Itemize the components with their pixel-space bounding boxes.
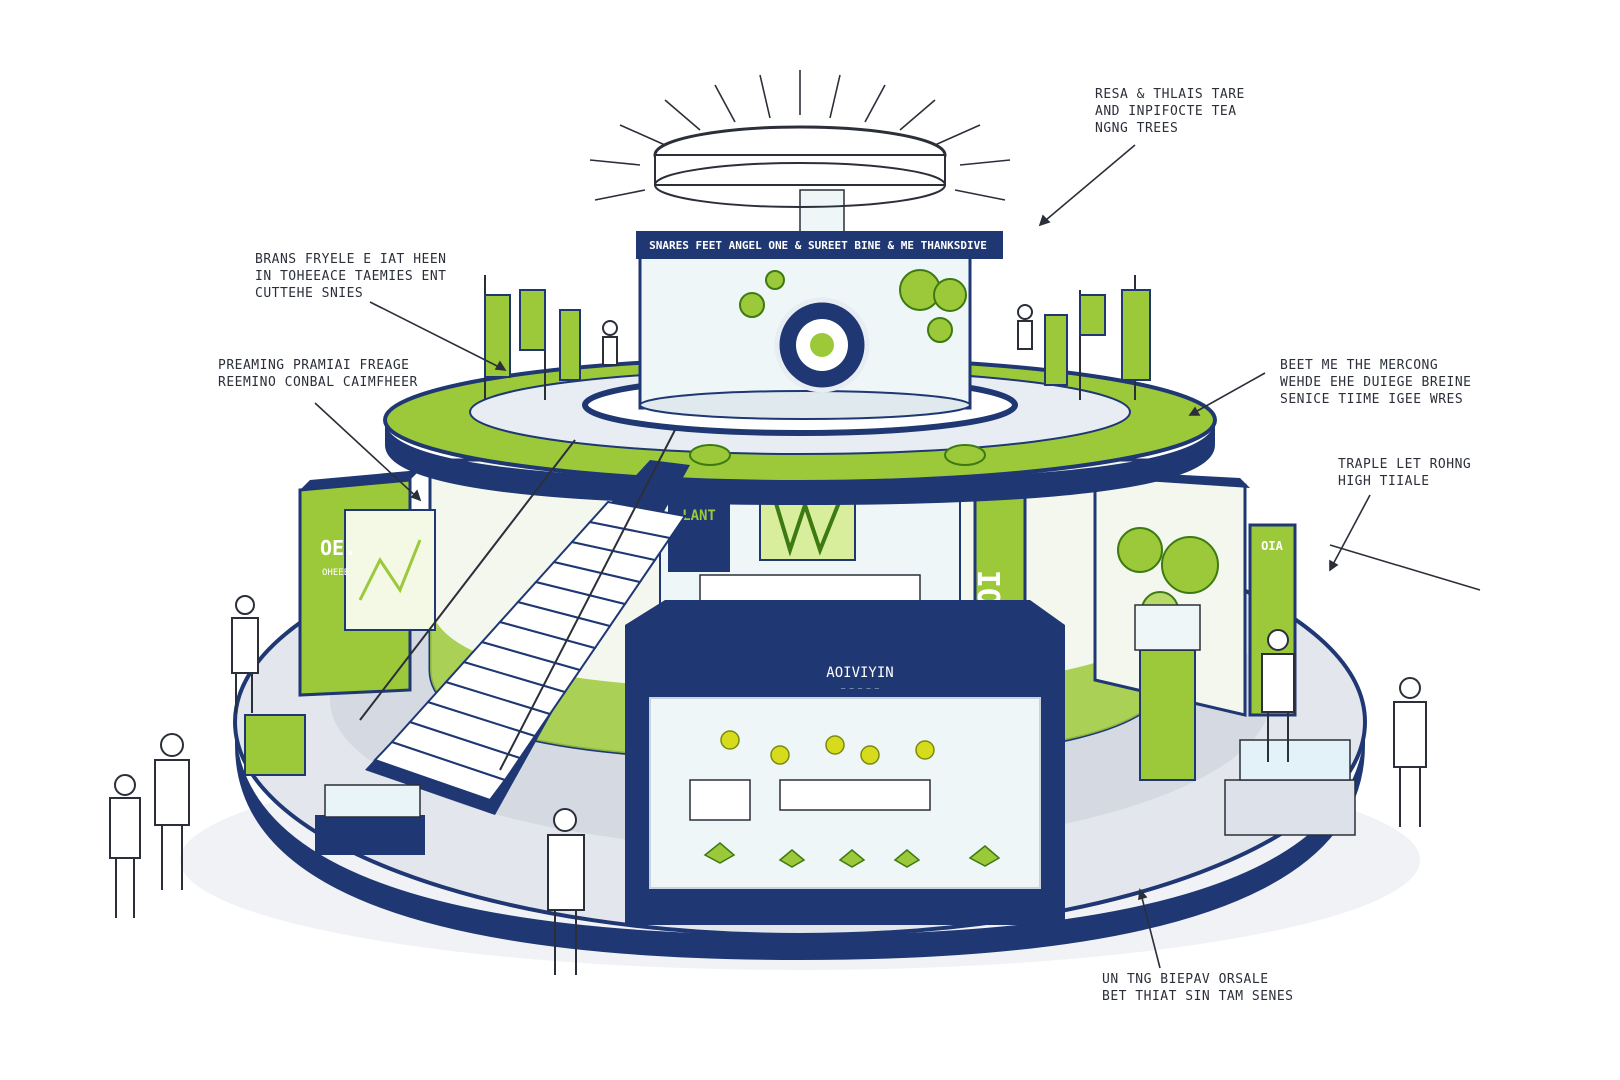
hanging-sphere-3 bbox=[927, 317, 953, 343]
showcase-table bbox=[779, 779, 931, 811]
glass-rotunda-floor bbox=[639, 390, 971, 420]
left-plinth bbox=[244, 714, 306, 776]
visitor-right-2 bbox=[1261, 629, 1295, 762]
rotunda-banner bbox=[636, 231, 1003, 259]
visitor-left-3 bbox=[154, 733, 190, 890]
visitor-front bbox=[547, 808, 585, 975]
showcase-leaves bbox=[703, 842, 1001, 868]
callout-line: BEET ME THE MERCONG bbox=[1280, 358, 1439, 373]
visitor-figures bbox=[109, 304, 1427, 975]
green-column-vitrine bbox=[1139, 649, 1196, 781]
left-display-screen bbox=[344, 509, 436, 631]
left-display-top bbox=[300, 470, 420, 490]
callout-line: UN TNG BIEPAV ORSALE bbox=[1102, 972, 1269, 987]
deck-seat-2 bbox=[944, 444, 986, 466]
right-display-tree-1 bbox=[1117, 527, 1163, 573]
callout-line: CUTTEHE SNIES bbox=[255, 286, 364, 301]
inner-graphic-mark bbox=[773, 498, 842, 557]
callout-line: HIGH TIIALE bbox=[1338, 474, 1430, 489]
visitor-deck-left bbox=[602, 320, 618, 366]
callout-line: REEMINO CONBAL CAIMFHEER bbox=[218, 375, 418, 390]
hanging-sphere-2 bbox=[933, 278, 967, 312]
upper-deck-edge bbox=[385, 420, 1215, 505]
left-vitrine-glass bbox=[324, 784, 421, 818]
left-panel-label: OE. bbox=[320, 536, 356, 560]
visitor-left-2 bbox=[109, 774, 141, 918]
left-display-scribble bbox=[358, 539, 422, 601]
callout-line: SENICE TIIME IGEE WRES bbox=[1280, 392, 1464, 407]
callout-line: RESA & THLAIS TARE bbox=[1095, 87, 1245, 102]
callout-left-2: PREAMING PRAMIAI FREAGE REEMINO CONBAL C… bbox=[218, 357, 418, 391]
emblem-mark bbox=[810, 333, 834, 357]
showcase-vitrine bbox=[689, 779, 751, 821]
callout-top-right: RESA & THLAIS TARE AND INPIFOCTE TEA NGN… bbox=[1095, 86, 1245, 137]
callout-right-1: BEET ME THE MERCONG WEHDE EHE DUIEGE BRE… bbox=[1280, 357, 1472, 408]
callout-right-2: TRAPLE LET ROHNG HIGH TIIALE bbox=[1338, 456, 1471, 490]
callout-line: TRAPLE LET ROHNG bbox=[1338, 457, 1472, 472]
right-display-tree-2 bbox=[1161, 536, 1219, 594]
callout-line: IN TOHEEACE TAEMIES ENT bbox=[255, 269, 447, 284]
light-rays bbox=[589, 70, 1011, 201]
callout-line: WEHDE EHE DUIEGE BREINE bbox=[1280, 375, 1472, 390]
left-panel-sublabel: OHEEE bbox=[322, 568, 349, 578]
left-vitrine-base bbox=[315, 815, 425, 855]
callout-leader-lines bbox=[314, 144, 1481, 969]
callout-left-1: BRANS FRYELE E IAT HEEN IN TOHEEACE TAEM… bbox=[255, 251, 447, 302]
showcase-pendants bbox=[720, 730, 935, 765]
green-column-glass bbox=[1134, 604, 1201, 651]
callout-line: BET THIAT SIN TAM SENES bbox=[1102, 989, 1294, 1004]
hanging-sphere-5 bbox=[765, 270, 785, 290]
front-pavilion-label: AOIVIYIN bbox=[826, 665, 893, 681]
callout-line: AND INPIFOCTE TEA bbox=[1095, 104, 1237, 119]
deck-seat-1 bbox=[689, 444, 731, 466]
hanging-sphere-4 bbox=[739, 292, 765, 318]
inner-poster-frame bbox=[668, 492, 730, 572]
left-banner-posts bbox=[484, 275, 581, 400]
right-panel-label: OIA bbox=[1261, 539, 1283, 553]
callout-line: PREAMING PRAMIAI FREAGE bbox=[218, 358, 410, 373]
front-pavilion-roof bbox=[625, 600, 1065, 625]
right-vitrine-base bbox=[1224, 779, 1356, 836]
callout-line: NGNG TREES bbox=[1095, 121, 1179, 136]
front-pavilion-sublabel: — — — — — bbox=[841, 684, 880, 692]
visitor-deck-right bbox=[1017, 304, 1033, 350]
visitor-right-1 bbox=[1393, 677, 1427, 827]
right-vitrine-glass bbox=[1239, 739, 1351, 781]
crown-lattice-bottom bbox=[654, 162, 946, 208]
right-banner-posts bbox=[1044, 275, 1151, 400]
inner-poster-text: LANT bbox=[682, 508, 716, 524]
staircase-handrail-2 bbox=[499, 429, 676, 771]
crown-lattice-band bbox=[654, 154, 946, 186]
callout-line: BRANS FRYELE E IAT HEEN bbox=[255, 252, 447, 267]
visitor-left-1 bbox=[231, 595, 259, 713]
staircase-steps bbox=[373, 500, 687, 802]
rotunda-banner-text: SNARES FEET ANGEL ONE & SUREET BINE & ME… bbox=[649, 239, 987, 252]
callout-bottom: UN TNG BIEPAV ORSALE BET THIAT SIN TAM S… bbox=[1102, 971, 1294, 1005]
staircase-handrail bbox=[359, 439, 576, 721]
